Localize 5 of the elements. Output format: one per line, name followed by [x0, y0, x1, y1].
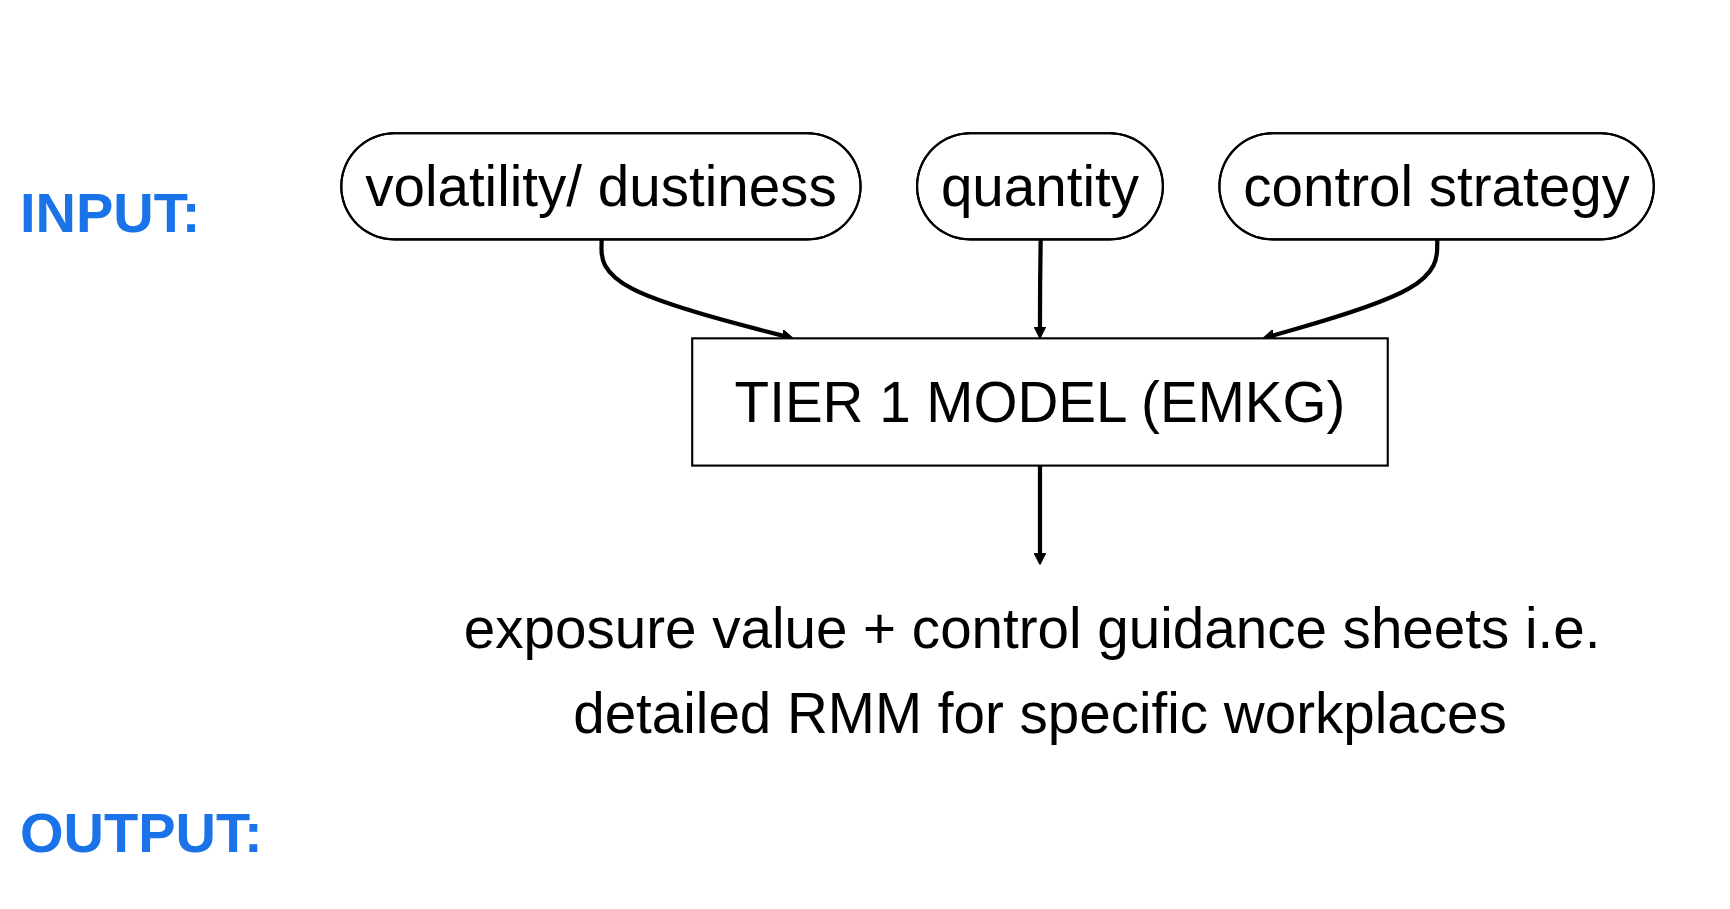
section-label: INPUT: — [20, 180, 201, 245]
arrow — [1033, 465, 1047, 565]
section-label: OUTPUT: — [20, 800, 263, 865]
node-text: exposure value + control guidance sheets i.e. detailed RMM for specific workplaces — [463, 596, 1601, 744]
node-box: TIER 1 MODEL (EMKG) — [691, 336, 1389, 467]
